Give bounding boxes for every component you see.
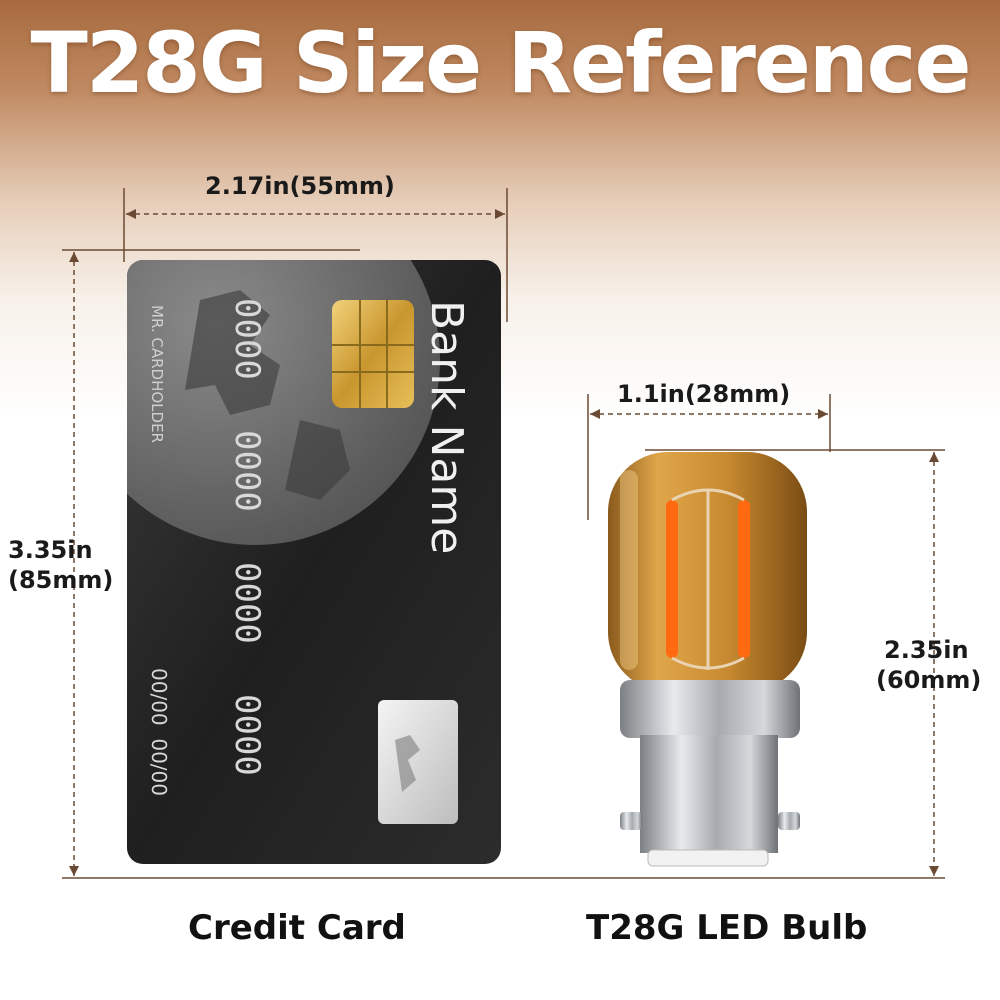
card-number-group-2: 0000 <box>227 430 267 512</box>
card-width-label: 2.17in(55mm) <box>205 172 395 200</box>
card-height-label-2: (85mm) <box>8 566 114 594</box>
card-number-group-1: 0000 <box>227 298 267 380</box>
filament-left <box>666 500 678 658</box>
card-height-label-1: 3.35in <box>8 536 93 564</box>
bulb-height-dimension <box>645 449 945 876</box>
credit-card-caption: Credit Card <box>188 908 406 948</box>
chip-icon <box>332 300 414 408</box>
hologram-sticker <box>378 700 458 824</box>
t28g-bulb <box>608 452 807 867</box>
card-expiry: 00/00 00/00 <box>147 668 171 796</box>
bulb-height-label-2: (60mm) <box>876 666 982 694</box>
bayonet-pin-right <box>778 812 800 830</box>
credit-card <box>127 260 501 864</box>
bayonet-pin-left <box>620 812 642 830</box>
bulb-width-dimension <box>587 394 831 520</box>
filament-right <box>738 500 750 658</box>
bulb-base <box>640 735 778 853</box>
bulb-height-label-1: 2.35in <box>884 636 969 664</box>
card-number-group-3: 0000 <box>227 562 267 644</box>
card-texts: Bank Name MR. CARDHOLDER 0000 0000 0000 … <box>147 298 472 796</box>
page-title: T28G Size Reference <box>30 14 972 112</box>
bulb-width-label: 1.1in(28mm) <box>617 380 791 408</box>
base-insulator <box>647 849 769 867</box>
card-number-group-4: 0000 <box>227 694 267 776</box>
bank-name: Bank Name <box>421 300 472 554</box>
bulb-caption: T28G LED Bulb <box>586 908 868 948</box>
bulb-collar <box>620 680 800 738</box>
card-height-dimension <box>62 249 360 876</box>
cardholder-name: MR. CARDHOLDER <box>148 305 166 443</box>
